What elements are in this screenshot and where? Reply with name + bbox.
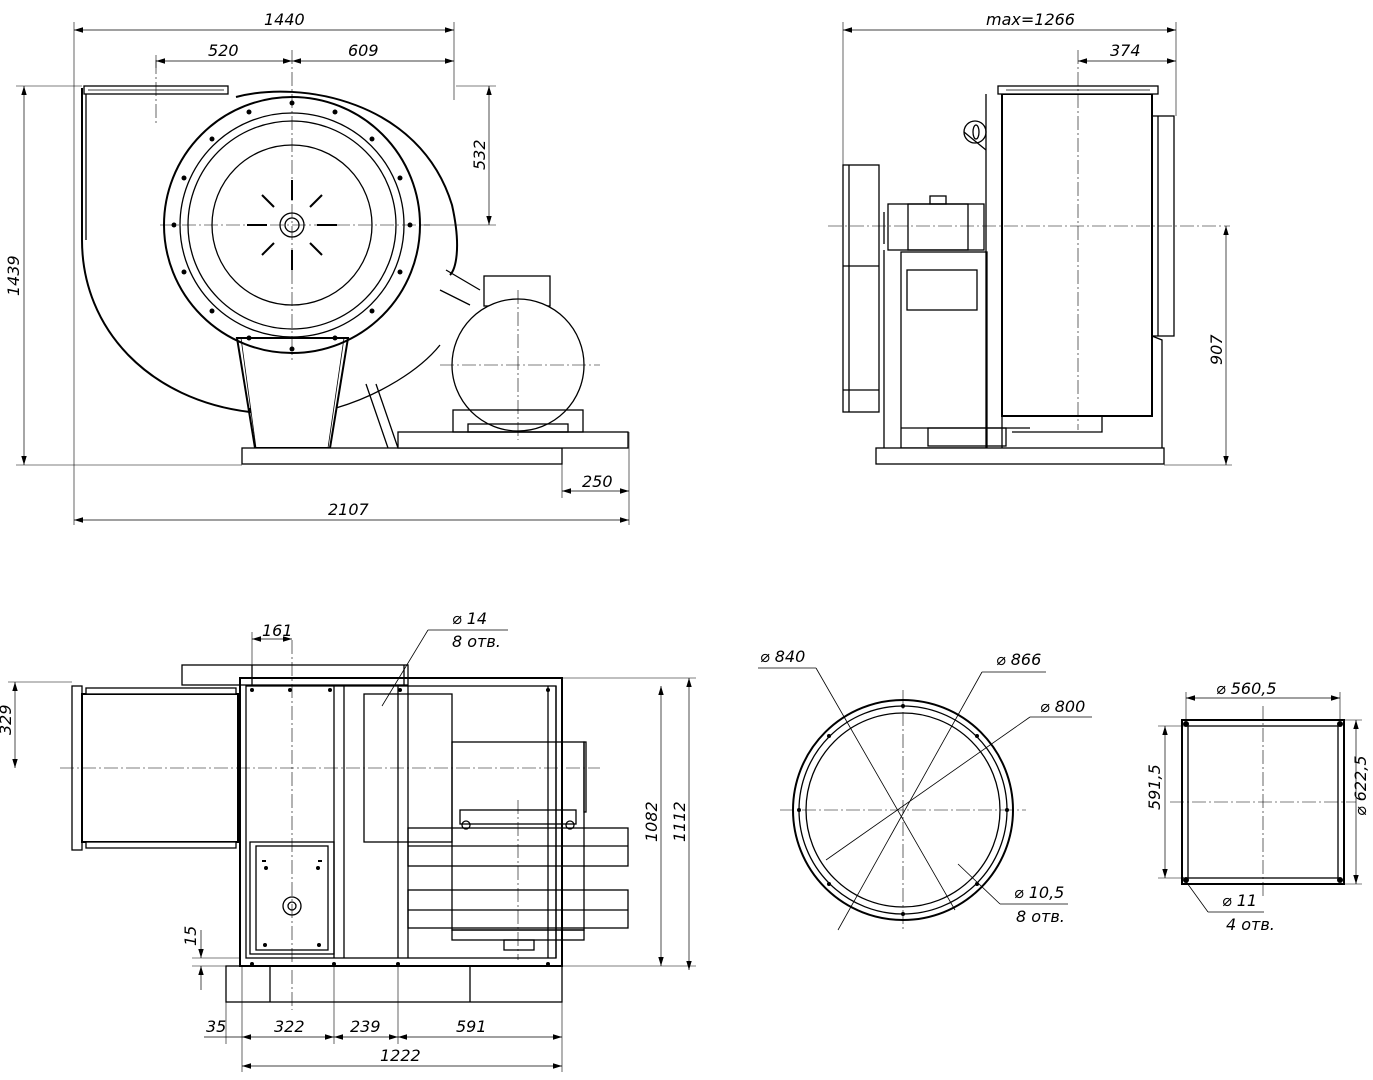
dim-1439: 1439 xyxy=(4,255,23,296)
dim-560-5: ⌀ 560,5 xyxy=(1216,679,1277,698)
dim-322: 322 xyxy=(274,1017,305,1036)
dim-1222: 1222 xyxy=(380,1046,421,1065)
dim-520: 520 xyxy=(208,41,239,60)
dim-250: 250 xyxy=(582,472,613,491)
dim-2107: 2107 xyxy=(328,500,370,519)
dim-d800: ⌀ 800 xyxy=(1040,697,1085,716)
hole-callout-14: ⌀ 14 xyxy=(452,609,487,628)
dim-1112: 1112 xyxy=(670,801,689,842)
flange-bolt-holes xyxy=(171,100,413,352)
top-view: 161 ⌀ 14 8 отв. 329 1082 1112 15 35 322 … xyxy=(0,609,696,1072)
dim-907: 907 xyxy=(1207,334,1226,365)
dim-max-1266: max=1266 xyxy=(986,10,1075,29)
dim-1082: 1082 xyxy=(642,801,661,842)
hole-count-8-inlet: 8 отв. xyxy=(1016,907,1065,926)
dim-15: 15 xyxy=(181,926,200,946)
frame-bolts xyxy=(250,688,550,966)
hole-count-8: 8 отв. xyxy=(452,632,501,651)
dim-622-5: ⌀ 622,5 xyxy=(1351,755,1370,816)
dim-d840: ⌀ 840 xyxy=(760,647,805,666)
dim-1440: 1440 xyxy=(264,10,305,29)
dim-329: 329 xyxy=(0,704,15,735)
dim-161: 161 xyxy=(262,621,293,640)
dim-35: 35 xyxy=(206,1017,226,1036)
dim-d866: ⌀ 866 xyxy=(996,650,1041,669)
dim-591: 591 xyxy=(456,1017,487,1036)
dim-591-5: 591,5 xyxy=(1145,764,1164,810)
dim-609: 609 xyxy=(348,41,379,60)
side-view: 1440 520 609 1439 532 250 2107 xyxy=(4,10,630,525)
dim-532: 532 xyxy=(470,139,489,170)
front-view: max=1266 374 907 xyxy=(828,10,1232,466)
hole-callout-11: ⌀ 11 xyxy=(1222,891,1257,910)
dim-374: 374 xyxy=(1110,41,1141,60)
inlet-flange-holes xyxy=(797,704,1009,916)
outlet-flange-view: ⌀ 560,5 591,5 ⌀ 622,5 ⌀ 11 4 отв. xyxy=(1145,679,1370,934)
hole-callout-10-5: ⌀ 10,5 xyxy=(1014,883,1064,902)
dim-239: 239 xyxy=(350,1017,381,1036)
inlet-flange-view: ⌀ 840 ⌀ 866 ⌀ 800 ⌀ 10,5 8 отв. xyxy=(758,647,1092,931)
hole-count-4: 4 отв. xyxy=(1226,915,1275,934)
